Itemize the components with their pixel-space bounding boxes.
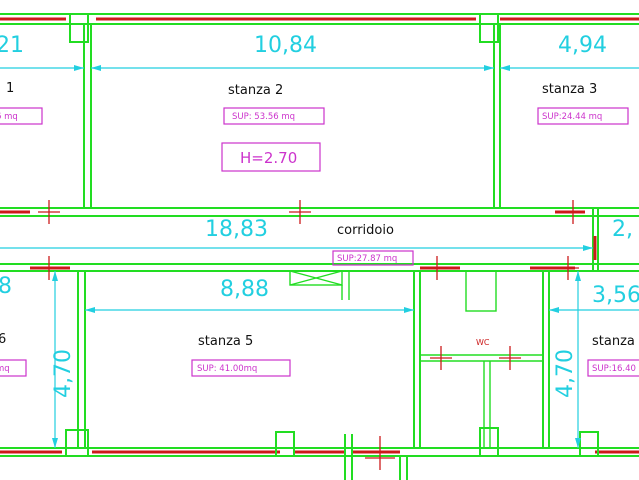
dim-room5-width: 8,88 xyxy=(220,277,269,302)
room3-sup-box xyxy=(537,107,629,125)
room3-sup: SUP:24.44 mq xyxy=(542,112,602,122)
room6-sup-box xyxy=(0,359,27,377)
room1-sup-box xyxy=(0,107,43,125)
dim-top-left: 21 xyxy=(0,33,24,58)
room3-label: stanza 3 xyxy=(542,82,597,97)
corridor-walls xyxy=(0,207,639,272)
dim-room2-width: 10,84 xyxy=(254,33,317,58)
corridor-sup-box xyxy=(332,250,414,266)
lower-partitions xyxy=(77,270,550,448)
room5-sup: SUP: 41.00mq xyxy=(197,364,257,374)
dim-room7-width: 3,56 xyxy=(592,283,639,308)
dim-room7-depth: 4,70 xyxy=(553,349,578,398)
corridor-label: corridoio xyxy=(337,223,394,238)
top-outer-wall xyxy=(0,13,639,43)
room2-height-box xyxy=(221,142,321,172)
dim-corridor-right: 2, xyxy=(612,217,633,242)
wc-label: WC xyxy=(476,338,490,347)
upper-partitions xyxy=(83,24,501,209)
dim-room6-depth: 4,70 xyxy=(51,349,76,398)
corridor-sup: SUP:27.87 mq xyxy=(337,254,397,264)
room5-sup-box xyxy=(191,359,291,377)
room2-sup-box xyxy=(223,107,325,125)
room2-height: H=2.70 xyxy=(240,149,297,167)
dim-corridor-length: 18,83 xyxy=(205,217,268,242)
cross-markers xyxy=(38,200,584,470)
room7-label: stanza xyxy=(592,334,635,349)
room1-sup: 6 mq xyxy=(0,112,18,122)
bottom-outer-wall xyxy=(0,427,639,480)
room2-sup: SUP: 53.56 mq xyxy=(232,112,295,122)
dimension-lines xyxy=(0,65,639,448)
room2-label: stanza 2 xyxy=(228,83,283,98)
room7-sup-box xyxy=(587,359,639,377)
room7-sup: SUP:16.40 xyxy=(592,364,636,374)
dim-bottom-left: 8 xyxy=(0,274,12,299)
dim-room3-width: 4,94 xyxy=(558,33,607,58)
room1-label: 1 xyxy=(6,81,14,96)
room6-sup: mq xyxy=(0,364,10,374)
room5-label: stanza 5 xyxy=(198,334,253,349)
room6-label: 6 xyxy=(0,332,6,347)
